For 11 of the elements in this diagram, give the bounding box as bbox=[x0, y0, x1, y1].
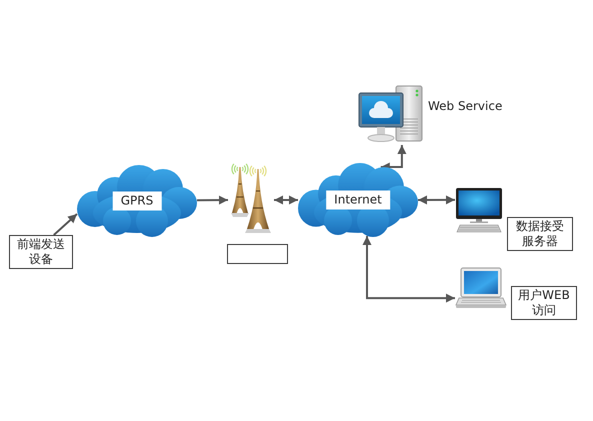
label-box: 用户WEB访问 bbox=[511, 286, 577, 320]
connector-arrow bbox=[196, 196, 228, 205]
label-box: 前端发送设备 bbox=[9, 235, 73, 269]
connector-arrow bbox=[53, 213, 78, 236]
connector-arrow bbox=[362, 236, 455, 303]
cloud-label: GPRS bbox=[112, 192, 162, 210]
connector-arrow bbox=[274, 196, 298, 204]
server-caption: Web Service bbox=[428, 99, 502, 114]
cloud-label: Internet bbox=[326, 190, 390, 210]
connector-arrow bbox=[418, 195, 455, 204]
label-box: 数据接受服务器 bbox=[507, 217, 573, 251]
